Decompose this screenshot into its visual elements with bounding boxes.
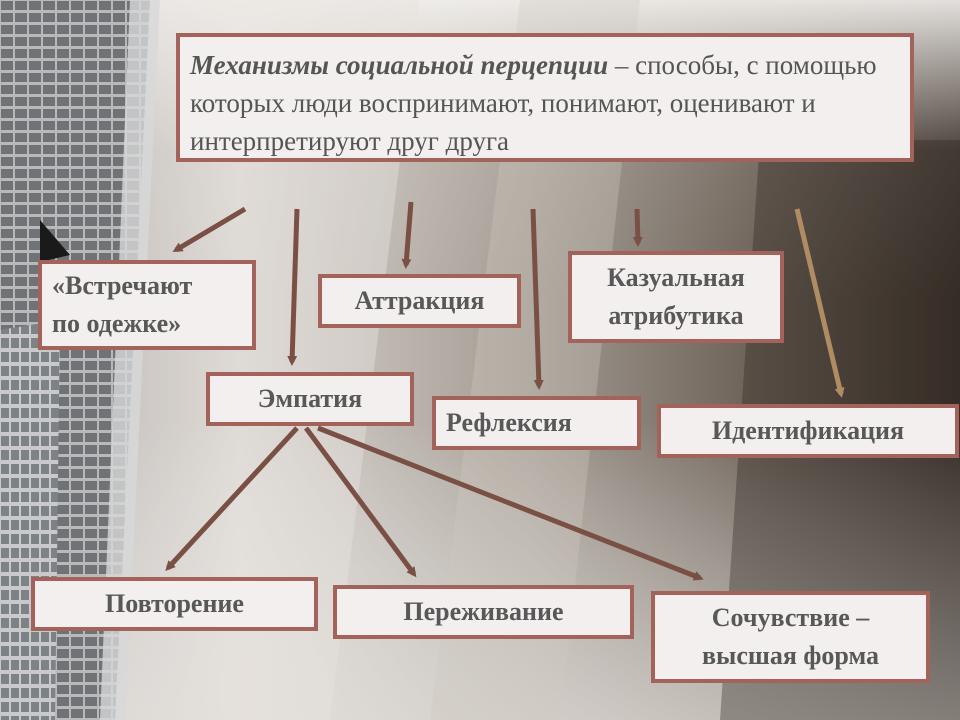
mechanism-causal-attribution-line2: атрибутика [608,301,744,330]
definition-box: Механизмы социальной перцепции – способы… [176,33,914,162]
definition-text: – способы, с помощью которых люди воспри… [190,50,877,156]
arrow-to-experiencing [303,426,417,578]
mechanism-attraction-label: Аттракция [354,286,485,315]
mechanism-causal-attribution: Казуальная атрибутика [568,251,784,343]
definition-term: Механизмы социальной перцепции [190,50,609,80]
empathy-form-repetition: Повторение [31,577,318,631]
empathy-form-sympathy: Сочувствие – высшая форма [651,591,930,683]
mechanism-meet-by-clothes: «Встречают по одежке» [38,260,256,350]
arrow-to-causal-attribution [632,208,643,247]
mechanism-empathy: Эмпатия [206,372,414,426]
empathy-form-experiencing-label: Переживание [403,597,564,626]
mechanism-causal-attribution-line1: Казуальная [607,263,745,292]
arrow-to-empathy [287,208,300,366]
arrow-to-reflection [530,208,544,390]
empathy-form-experiencing: Переживание [333,585,634,639]
mechanism-identification: Идентификация [657,404,959,458]
mechanism-meet-by-clothes-line1: «Встречают [52,271,193,300]
mechanism-reflection-label: Рефлексия [446,408,572,437]
mechanism-meet-by-clothes-line2: по одежке» [52,309,182,338]
empathy-form-sympathy-line2: высшая форма [702,641,879,670]
arrow-to-sympathy [317,425,704,581]
empathy-form-repetition-label: Повторение [105,589,244,618]
empathy-form-sympathy-line1: Сочувствие – [711,603,870,632]
arrow-to-attraction [401,201,414,269]
arrow-to-identification [794,208,845,398]
arrow-to-repetition [165,426,299,571]
mechanism-identification-label: Идентификация [711,416,905,445]
mechanism-empathy-label: Эмпатия [257,384,363,413]
mechanism-attraction: Аттракция [318,274,521,328]
mechanism-reflection: Рефлексия [432,396,641,450]
arrow-to-meet-by-clothes [172,206,247,253]
